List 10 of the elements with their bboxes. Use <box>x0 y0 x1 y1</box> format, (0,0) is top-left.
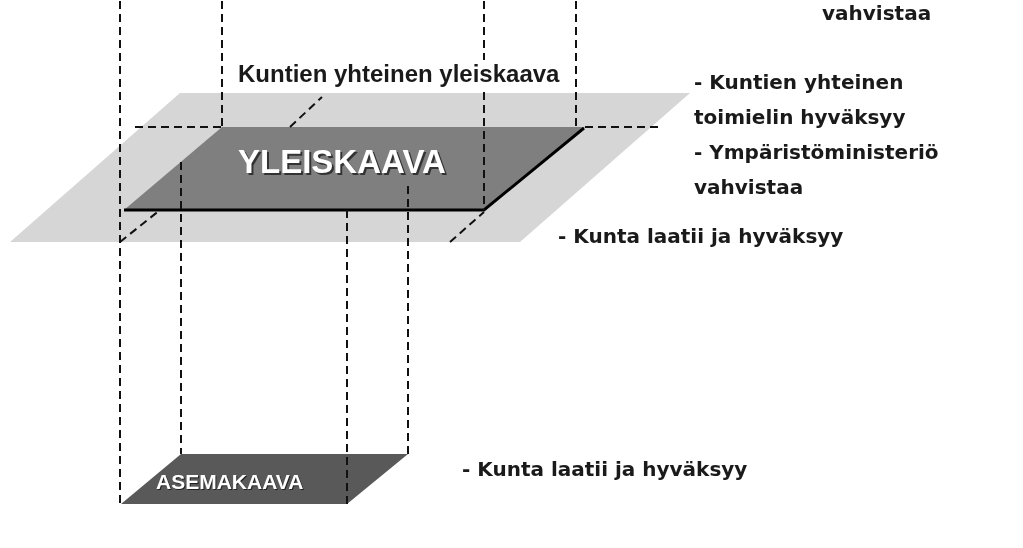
approval-note: - Kunta laatii ja hyväksyy <box>462 456 748 483</box>
approval-note: - Kunta laatii ja hyväksyy <box>558 223 844 250</box>
approval-note: - Ympäristöministeriö vahvistaa <box>694 139 940 201</box>
plan-level-plane <box>121 454 408 504</box>
plane-title: ASEMAKAAVA <box>156 469 304 494</box>
plane-title: YLEISKAAVA <box>238 143 446 181</box>
approval-note: vahvistaa <box>822 0 932 26</box>
plane-heading: Kuntien yhteinen yleiskaava <box>236 60 562 88</box>
approval-note: - Kuntien yhteinen toimielin hyväksyy <box>694 69 907 131</box>
plan-level-plane <box>124 127 586 212</box>
